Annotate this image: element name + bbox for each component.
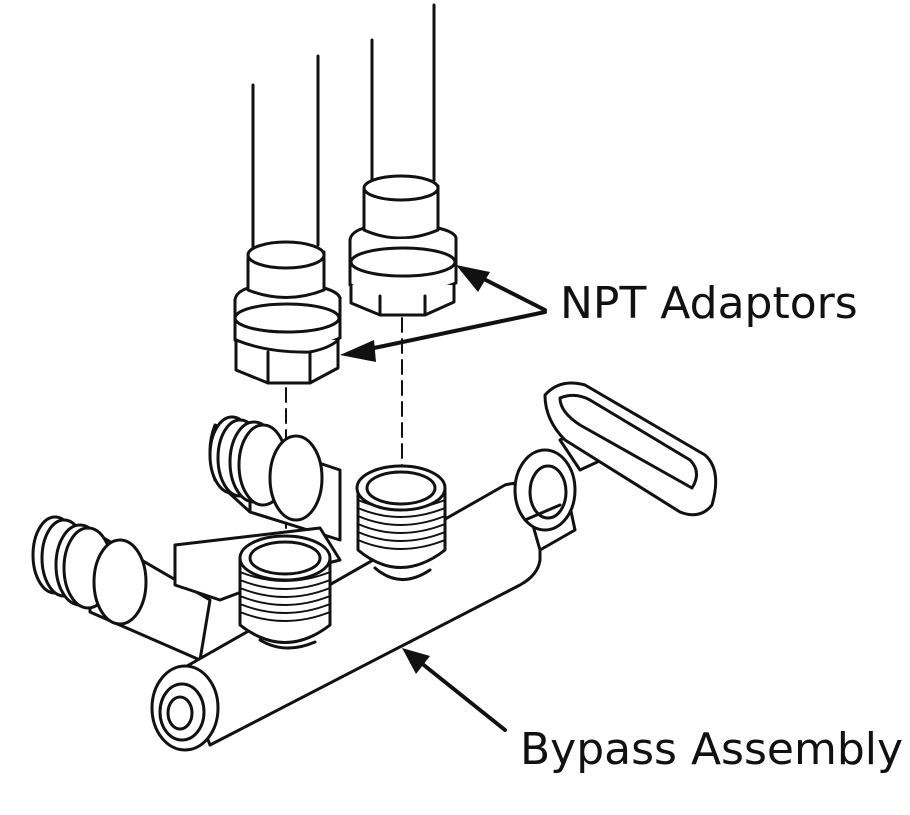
right-npt-adaptor (350, 176, 456, 315)
npt-arrowhead-upper (456, 265, 490, 292)
right-threaded-outlet (357, 466, 445, 580)
bypass-arrow (415, 658, 505, 730)
main-body-tube (152, 483, 540, 750)
back-inlet-port (210, 417, 340, 540)
bypass-assembly-label: Bypass Assembly (520, 724, 904, 775)
t-handle (545, 383, 716, 515)
left-threaded-outlet (240, 536, 330, 648)
npt-arrowhead-lower (340, 340, 376, 362)
arrowheads (340, 265, 490, 674)
left-npt-adaptor (235, 242, 340, 383)
right-hose (372, 5, 434, 185)
left-hose (253, 56, 318, 250)
npt-arrow-lower (355, 312, 545, 352)
bypass-stem (515, 450, 575, 550)
front-inlet-port (33, 517, 210, 660)
bypass-arrowhead (402, 648, 430, 674)
bypass-assembly (33, 383, 716, 750)
npt-adaptors-label: NPT Adaptors (560, 278, 858, 329)
